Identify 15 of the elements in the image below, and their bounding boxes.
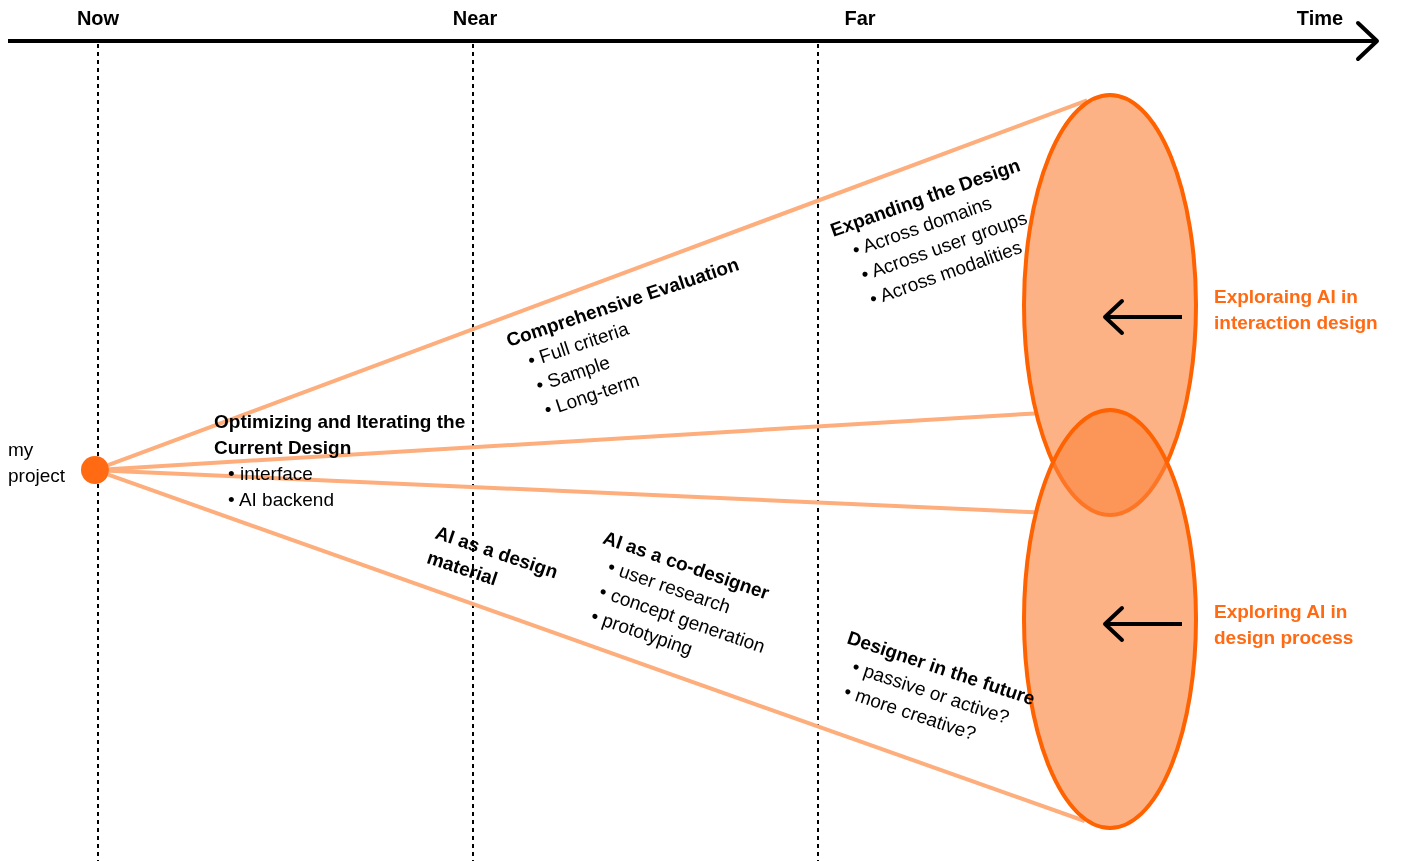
axis-label: Time: [1296, 7, 1344, 30]
node-caption: my project: [8, 438, 67, 488]
node-caption: Exploraing AI in interaction design: [1214, 285, 1379, 335]
node-caption: Exploring AI in design process: [1214, 600, 1355, 650]
connector-line: [107, 98, 1088, 467]
axis-label: Now: [76, 7, 120, 30]
project-dot: [81, 456, 109, 484]
bullet-item: • AI backend: [228, 488, 335, 512]
connector-line: [108, 411, 1035, 472]
axis-label: Far: [844, 7, 876, 30]
bullet-item: • interface: [228, 462, 314, 486]
axis-label: Near: [452, 7, 498, 30]
connector-line: [107, 472, 1086, 823]
heading: Optimizing and Iterating the Current Design: [214, 410, 467, 460]
connector-line: [108, 468, 1035, 515]
